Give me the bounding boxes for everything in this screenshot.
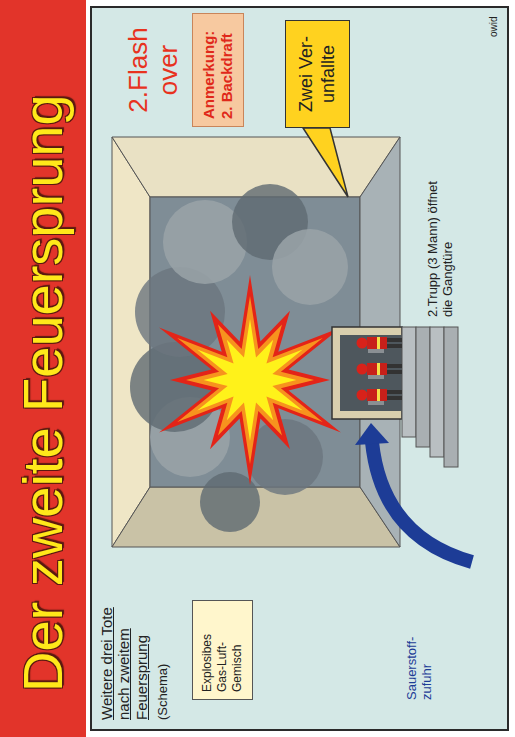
reflective-stripe: [377, 389, 380, 401]
leg: [387, 344, 402, 348]
explosion-middle: [177, 296, 322, 464]
smoke-cloud: [272, 229, 348, 305]
door-frame: [332, 327, 402, 419]
stair-step: [416, 327, 430, 447]
panel: [91, 7, 508, 730]
room: [112, 137, 400, 547]
helmet: [357, 338, 368, 349]
helmet: [357, 364, 368, 375]
ceiling: [112, 137, 150, 547]
oxygen-arrow-shaft: [372, 442, 472, 562]
callout-box: Zwei Ver- unfallte: [285, 20, 350, 128]
callout-pointer: [303, 128, 348, 197]
note-box: Explosibes Gas-Luft- Gemisch: [192, 600, 253, 700]
leg: [387, 338, 402, 342]
heading-note: Weitere drei Tote nach zweitem Feuerspru…: [98, 580, 150, 720]
heading-note: (Schema): [156, 580, 171, 720]
arrow-label: Sauerstoff- zufuhr: [405, 615, 435, 700]
firefighter: [357, 363, 403, 379]
doorway: [332, 327, 402, 419]
jacket: [367, 337, 387, 349]
explosion-core: [197, 319, 302, 441]
title-text: Der zweite Feuersprung: [8, 94, 78, 692]
stair-step: [444, 327, 458, 467]
team-label: 2.Trupp (3 Mann) öffnet die Gangtüre: [426, 177, 456, 317]
oxygen-arrow-head: [355, 423, 389, 445]
event-label: 2.Flash over: [124, 15, 184, 125]
remark-box: Anmerkung: 2. Backdraft: [192, 13, 244, 127]
title-band: [0, 0, 86, 737]
jacket: [367, 363, 387, 375]
firefighter: [357, 337, 403, 353]
reflective-stripe: [377, 337, 380, 349]
node-text: Zwei Ver- unfallte: [296, 31, 339, 117]
jacket: [367, 389, 387, 401]
leg: [387, 370, 402, 374]
oxygen-arrow: [355, 423, 472, 562]
leg: [387, 364, 402, 368]
stairs: [402, 327, 458, 467]
reflective-stripe: [377, 363, 380, 375]
leg: [387, 390, 402, 394]
node-text: Anmerkung: 2. Backdraft: [200, 21, 236, 119]
explosion-outer: [159, 275, 341, 485]
helmet: [357, 390, 368, 401]
firefighter: [357, 389, 403, 405]
explosion: [159, 275, 341, 485]
node-text: Explosibes Gas-Luft- Gemisch: [200, 608, 245, 692]
smoke-cloud: [200, 472, 260, 532]
leg: [387, 396, 402, 400]
stair-step: [430, 327, 444, 457]
smoke: [130, 184, 348, 532]
stair-step: [402, 327, 416, 437]
door-opening: [340, 335, 402, 411]
watermark: owid: [488, 9, 500, 37]
